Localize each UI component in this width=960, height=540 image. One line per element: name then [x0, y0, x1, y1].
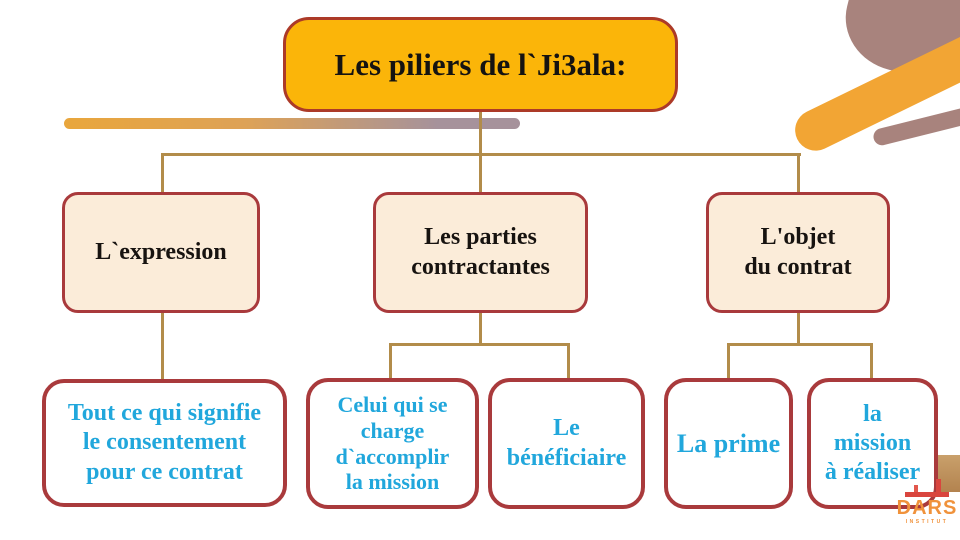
leaf-node-consentement: Tout ce qui signifie le consentement pou…	[42, 379, 287, 507]
connector-line	[479, 153, 482, 193]
title-underline-bar	[64, 118, 520, 129]
connector-line	[870, 343, 873, 380]
connector-line	[479, 112, 482, 155]
connector-line	[727, 343, 730, 380]
pillar-node-expression: L`expression	[62, 192, 260, 313]
leaf-node-mission-a-realiser: la mission à réaliser	[807, 378, 938, 509]
right-edge-tab-shape	[938, 455, 960, 492]
connector-line	[727, 343, 873, 346]
connector-line	[479, 312, 482, 345]
logo-chimney-shape	[914, 485, 918, 494]
dars-logo: DARS INSTITUT	[893, 479, 960, 539]
connector-line	[389, 343, 392, 380]
logo-subtitle: INSTITUT	[905, 519, 949, 525]
connector-line	[797, 153, 800, 193]
connector-line	[389, 343, 570, 346]
logo-roof-shape	[905, 492, 949, 497]
dars-logo-building-icon	[905, 479, 949, 497]
leaf-node-beneficiaire: Le bénéficiaire	[488, 378, 645, 509]
root-node-title: Les piliers de l`Ji3ala:	[283, 17, 678, 112]
leaf-node-prime: La prime	[664, 378, 793, 509]
logo-wordmark: DARS	[896, 497, 958, 519]
pillar-node-parties-contractantes: Les parties contractantes	[373, 192, 588, 313]
connector-line	[567, 343, 570, 380]
connector-line	[161, 312, 164, 380]
connector-line	[161, 153, 164, 193]
pillar-node-objet-du-contrat: L'objet du contrat	[706, 192, 890, 313]
connector-line	[797, 312, 800, 345]
leaf-node-charge-mission: Celui qui se charge d`accomplir la missi…	[306, 378, 479, 509]
logo-minaret-shape	[936, 479, 941, 494]
